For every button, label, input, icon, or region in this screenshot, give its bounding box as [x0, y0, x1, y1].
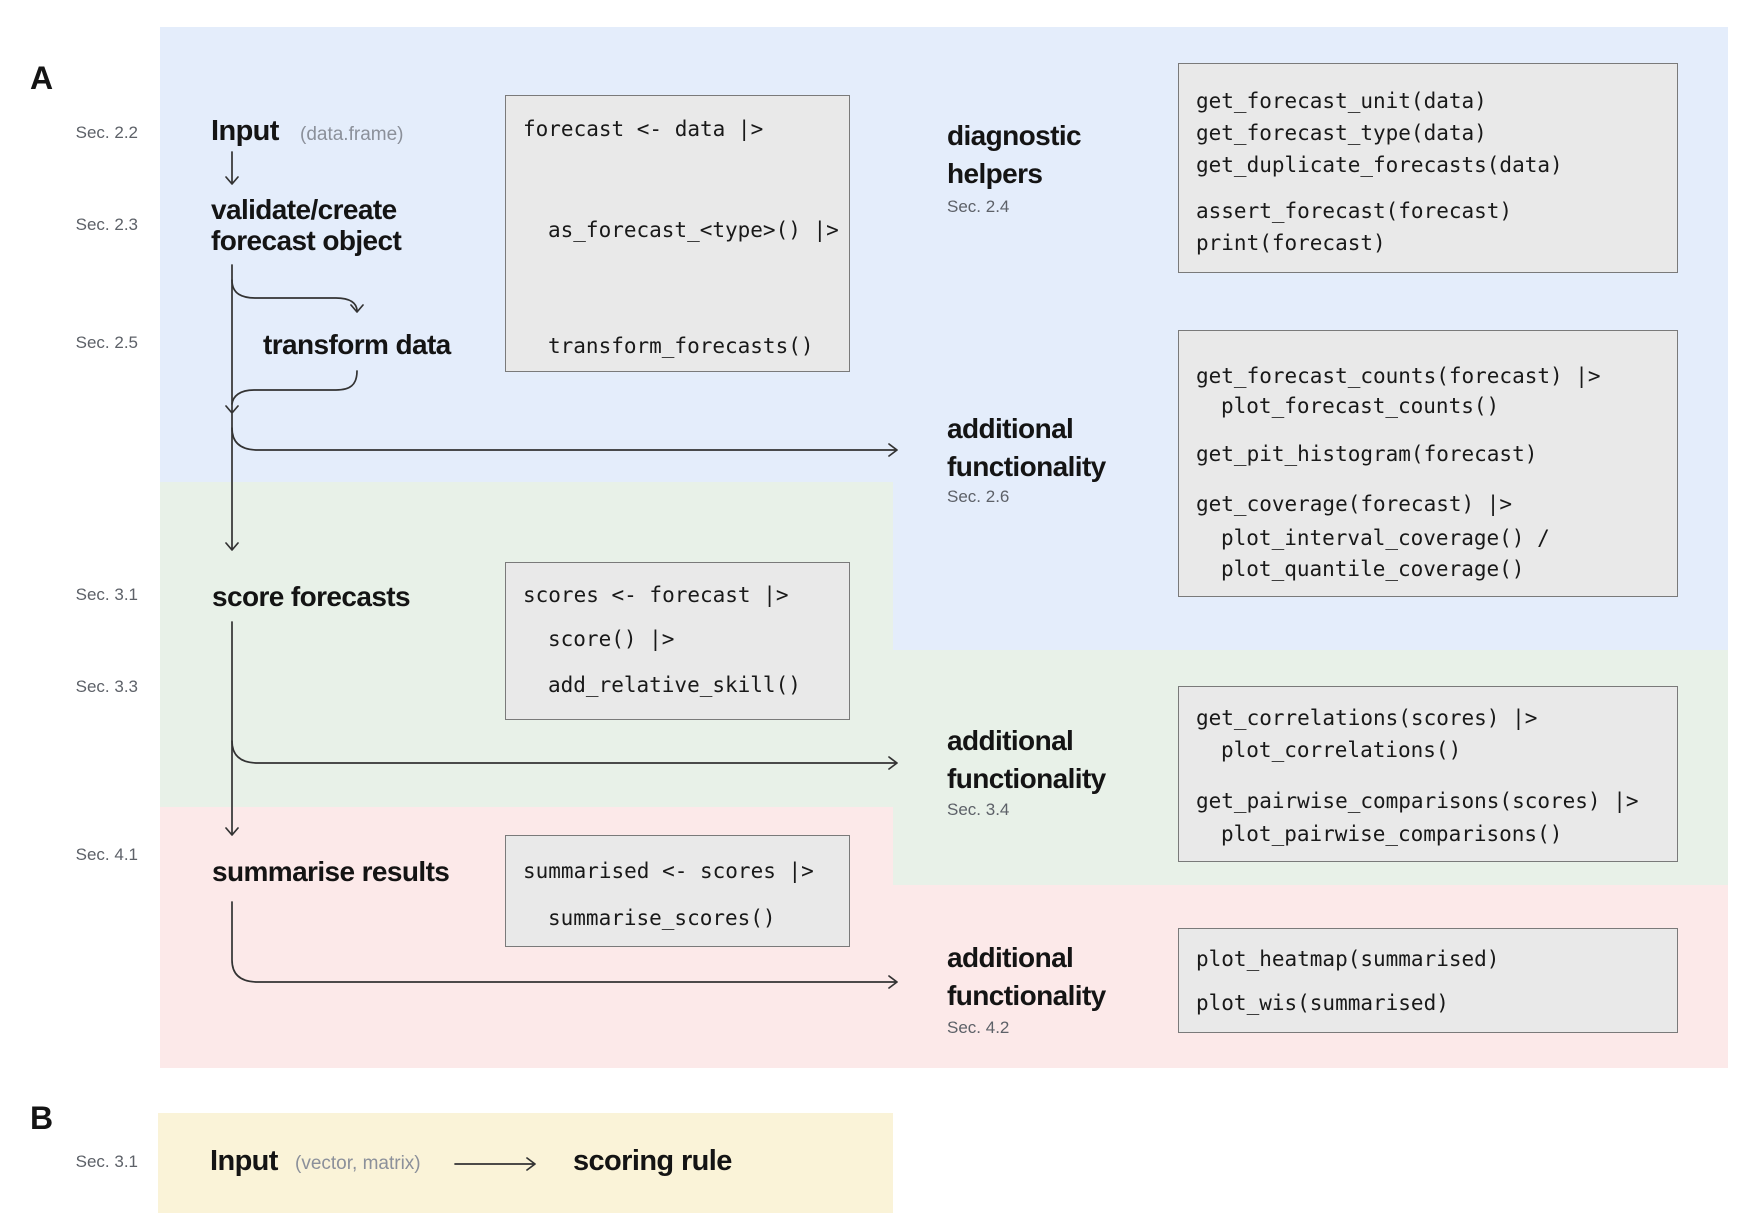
code-line: get_pairwise_comparisons(scores) |> — [1196, 789, 1639, 813]
code-line: score() |> — [548, 627, 675, 651]
code-line: get_coverage(forecast) |> — [1196, 492, 1513, 516]
code-line: transform_forecasts() — [548, 334, 814, 358]
additional-functionality-34-line2: functionality — [947, 763, 1106, 794]
additional-functionality-34-sec: Sec. 3.4 — [947, 800, 1010, 819]
flow-input-label: Input — [211, 115, 279, 147]
section-label-4-1: Sec. 4.1 — [75, 845, 138, 864]
diagnostic-helpers-line2: helpers — [947, 158, 1043, 189]
flow-input-note: (data.frame) — [300, 124, 404, 145]
additional-functionality-26-sec: Sec. 2.6 — [947, 487, 1010, 506]
diagnostic-helpers-line1: diagnostic — [947, 120, 1082, 151]
additional-functionality-42-line1: additional — [947, 942, 1074, 973]
code-box-summarise: summarised <- scores |> summarise_scores… — [505, 835, 850, 947]
flow-validate-label: validate/create forecast object — [211, 194, 402, 256]
panel-a-label: A — [30, 60, 53, 96]
code-line: plot_forecast_counts() — [1221, 394, 1500, 418]
code-line: summarised <- scores |> — [523, 859, 814, 883]
flow-score-label: score forecasts — [212, 581, 411, 612]
diagnostic-helpers-sec: Sec. 2.4 — [947, 197, 1010, 216]
additional-functionality-42-line2: functionality — [947, 980, 1106, 1011]
code-line: add_relative_skill() — [548, 673, 801, 697]
section-label-b-3-1: Sec. 3.1 — [75, 1152, 138, 1171]
additional-functionality-34-line1: additional — [947, 725, 1074, 756]
panel-b-scoring-rule-label: scoring rule — [573, 1145, 732, 1177]
diagnostic-helpers-label: diagnostic helpers — [947, 117, 1082, 193]
code-line: plot_heatmap(summarised) — [1196, 947, 1500, 971]
code-line: summarise_scores() — [548, 906, 776, 930]
code-box-diagnostic-helpers: get_forecast_unit(data) get_forecast_typ… — [1178, 63, 1678, 273]
code-line: get_pit_histogram(forecast) — [1196, 442, 1538, 466]
code-line: print(forecast) — [1196, 231, 1386, 255]
code-line: plot_correlations() — [1221, 738, 1462, 762]
code-line: get_correlations(scores) |> — [1196, 706, 1538, 730]
section-label-2-5: Sec. 2.5 — [75, 333, 138, 352]
code-box-score: scores <- forecast |> score() |> add_rel… — [505, 562, 850, 720]
code-line: as_forecast_<type>() |> — [548, 218, 839, 242]
additional-functionality-42-sec: Sec. 4.2 — [947, 1018, 1010, 1037]
code-line: plot_interval_coverage() / — [1221, 526, 1550, 550]
flow-summarise-label: summarise results — [212, 856, 450, 887]
code-line: scores <- forecast |> — [523, 583, 789, 607]
additional-functionality-34-label: additional functionality — [947, 722, 1106, 798]
flow-validate-line2: forecast object — [211, 225, 402, 256]
flow-validate-line1: validate/create — [211, 194, 397, 225]
flow-transform-label: transform data — [263, 329, 451, 360]
code-line: get_forecast_type(data) — [1196, 121, 1487, 145]
code-line: plot_quantile_coverage() — [1221, 557, 1525, 581]
additional-functionality-26-line2: functionality — [947, 451, 1106, 482]
section-label-3-3: Sec. 3.3 — [75, 677, 138, 696]
code-line: get_duplicate_forecasts(data) — [1196, 153, 1563, 177]
additional-functionality-26-line1: additional — [947, 413, 1074, 444]
code-box-create-forecast: forecast <- data |> as_forecast_<type>()… — [505, 95, 850, 372]
code-line: plot_pairwise_comparisons() — [1221, 822, 1563, 846]
code-box-additional-26: get_forecast_counts(forecast) |> plot_fo… — [1178, 330, 1678, 597]
code-box-additional-42: plot_heatmap(summarised) plot_wis(summar… — [1178, 928, 1678, 1033]
code-line: get_forecast_counts(forecast) |> — [1196, 364, 1601, 388]
code-box-additional-34: get_correlations(scores) |> plot_correla… — [1178, 686, 1678, 862]
section-label-3-1: Sec. 3.1 — [75, 585, 138, 604]
code-line: assert_forecast(forecast) — [1196, 199, 1513, 223]
code-line: forecast <- data |> — [523, 117, 764, 141]
code-line: plot_wis(summarised) — [1196, 991, 1449, 1015]
section-label-2-2: Sec. 2.2 — [75, 123, 138, 142]
panel-b-input-note: (vector, matrix) — [295, 1153, 421, 1174]
additional-functionality-42-label: additional functionality — [947, 939, 1106, 1015]
section-label-2-3: Sec. 2.3 — [75, 215, 138, 234]
additional-functionality-26-label: additional functionality — [947, 410, 1106, 486]
code-line: get_forecast_unit(data) — [1196, 89, 1487, 113]
panel-b-input-label: Input — [210, 1145, 278, 1177]
panel-b-label: B — [30, 1100, 53, 1136]
